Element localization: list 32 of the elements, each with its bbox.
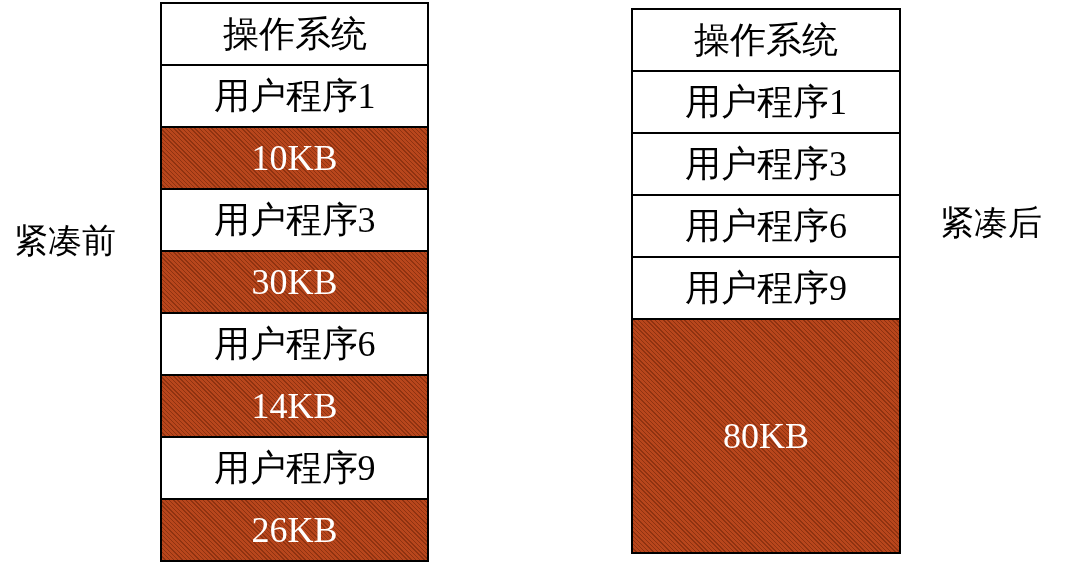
memory-block (160, 312, 429, 376)
memory-block (631, 194, 901, 258)
stage-label: 紧凑前 (14, 221, 116, 261)
block-label: 用户程序1 (213, 74, 376, 118)
free-size-label: 14KB (251, 385, 338, 427)
block-label: 操作系统 (694, 18, 838, 62)
free-memory-block (160, 374, 429, 438)
block-label: 操作系统 (222, 12, 367, 56)
memory-block (631, 8, 901, 72)
block-label: 用户程序9 (685, 266, 847, 310)
memory-block (160, 188, 429, 252)
memory-block (160, 2, 429, 66)
free-size-label: 10KB (251, 137, 338, 179)
memory-block (631, 70, 901, 134)
stage-label: 紧凑后 (940, 203, 1042, 243)
block-label: 用户程序6 (685, 204, 847, 248)
free-memory-block (631, 318, 901, 554)
memory-block (631, 256, 901, 320)
memory-block (160, 436, 429, 500)
free-size-label: 80KB (723, 415, 809, 457)
block-label: 用户程序6 (213, 322, 376, 366)
block-label: 用户程序3 (213, 198, 376, 242)
free-memory-block (160, 498, 429, 562)
block-label: 用户程序9 (213, 446, 376, 490)
free-size-label: 26KB (251, 509, 338, 551)
free-size-label: 30KB (251, 261, 338, 303)
memory-block (160, 64, 429, 128)
free-memory-block (160, 250, 429, 314)
memory-block (631, 132, 901, 196)
free-memory-block (160, 126, 429, 190)
block-label: 用户程序1 (685, 80, 847, 124)
block-label: 用户程序3 (685, 142, 847, 186)
